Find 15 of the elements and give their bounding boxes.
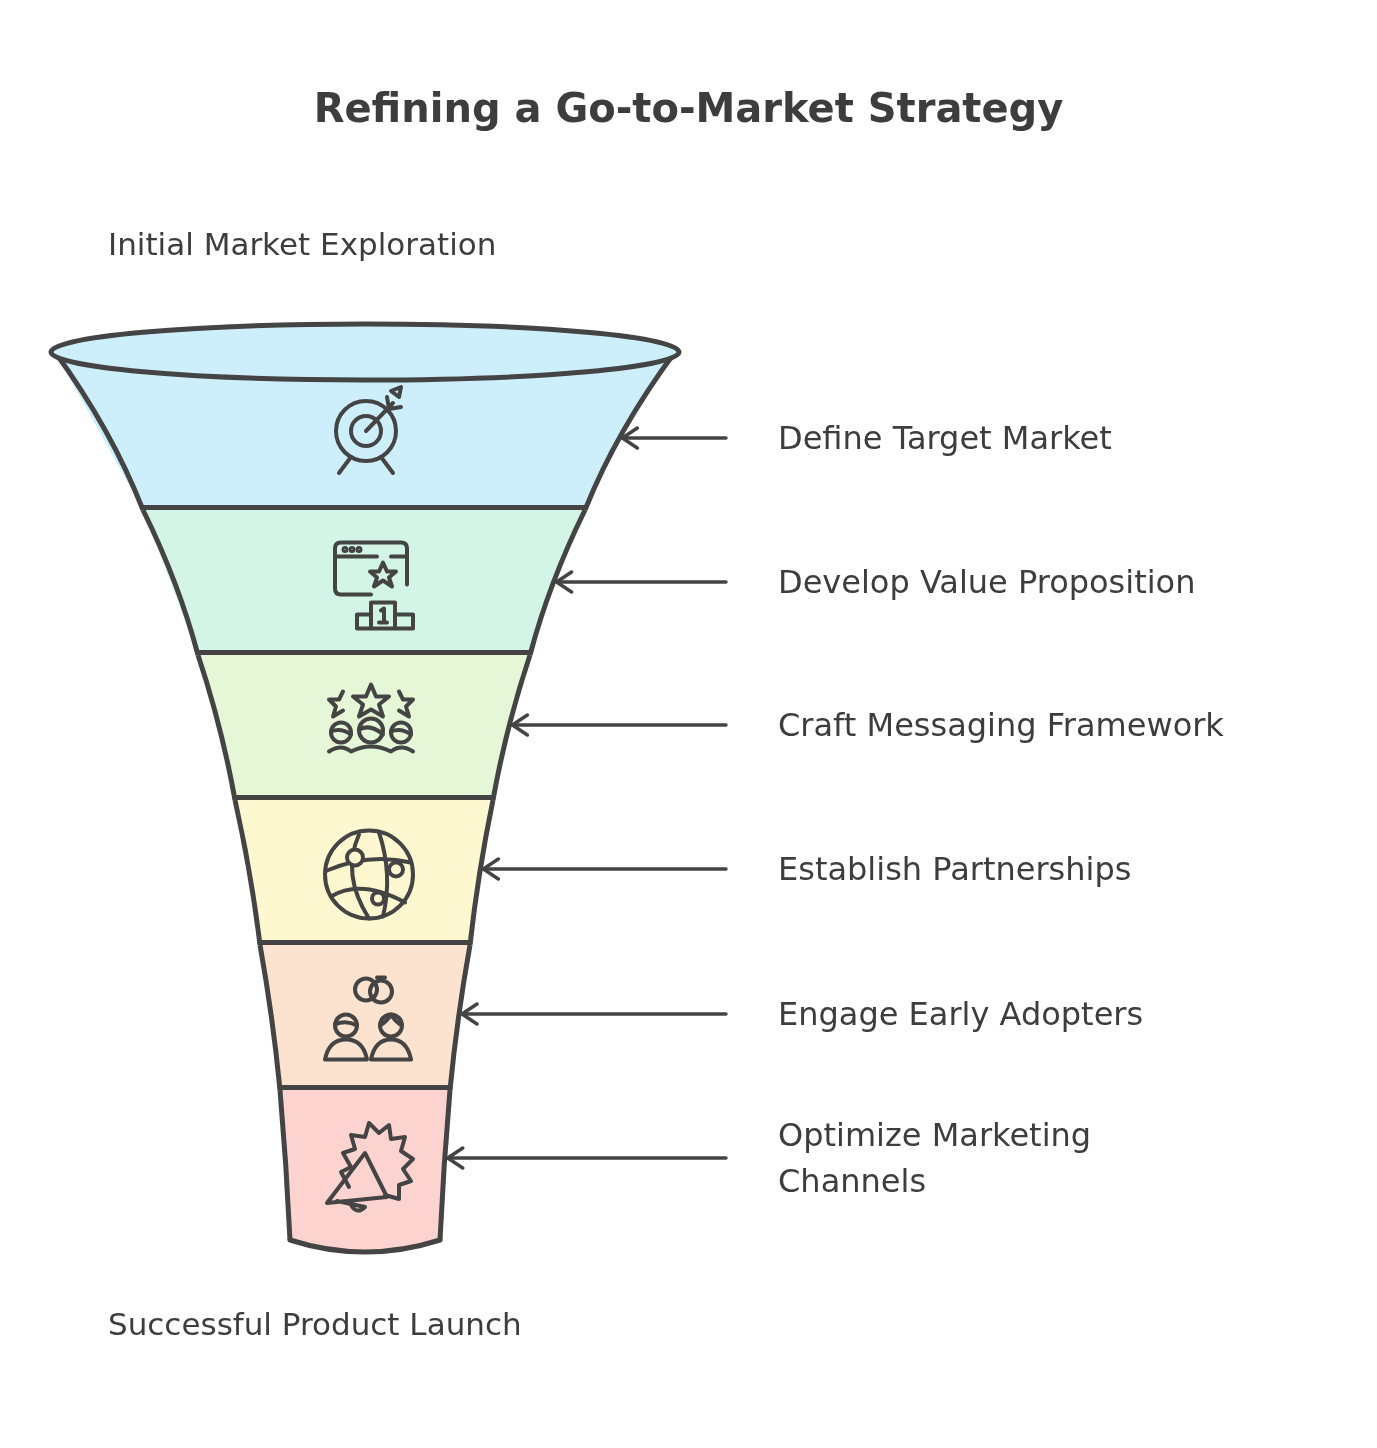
arrow bbox=[554, 570, 728, 594]
stage-label: Successful Product Launch bbox=[108, 1305, 523, 1344]
arrow bbox=[481, 857, 728, 881]
step-label: Engage Early Adopters bbox=[778, 991, 1248, 1037]
title: Refining a Go-to-Market Strategy bbox=[312, 85, 1065, 131]
step-label: Craft Messaging Framework bbox=[778, 702, 1248, 748]
arrow bbox=[445, 1146, 728, 1170]
stage-label: Initial Market Exploration bbox=[108, 225, 498, 264]
step-label: Optimize Marketing Channels bbox=[778, 1112, 1248, 1204]
step-label: Establish Partnerships bbox=[778, 846, 1248, 892]
step-label: Define Target Market bbox=[778, 415, 1248, 461]
arrow bbox=[620, 426, 728, 450]
step-label: Develop Value Proposition bbox=[778, 559, 1248, 605]
arrow bbox=[460, 1002, 728, 1026]
arrow bbox=[510, 713, 728, 737]
